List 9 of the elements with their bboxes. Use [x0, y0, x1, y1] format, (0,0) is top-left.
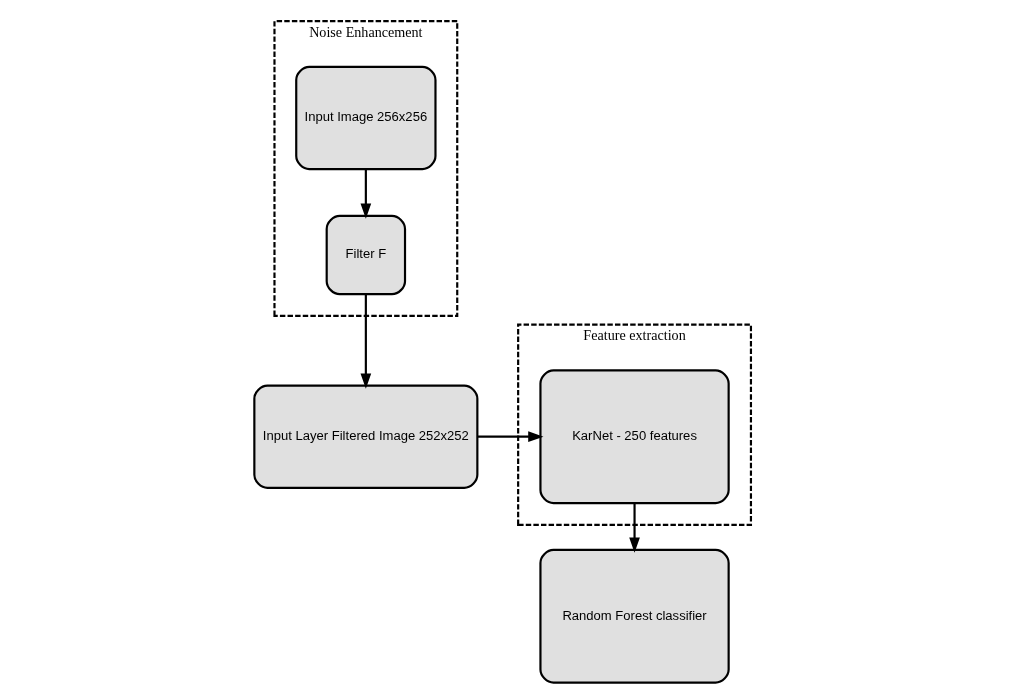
arrow	[628, 503, 640, 553]
node-box: Filter F	[325, 214, 406, 296]
arrow	[360, 169, 371, 219]
arrow	[360, 294, 371, 389]
node-box: Random Forest classifier	[538, 548, 730, 684]
node-box: Input Image 256x256	[294, 65, 437, 171]
node-box: KarNet - 250 features	[538, 369, 730, 505]
arrow	[477, 431, 543, 443]
node-box: Input Layer Filtered Image 252x252	[252, 384, 478, 489]
